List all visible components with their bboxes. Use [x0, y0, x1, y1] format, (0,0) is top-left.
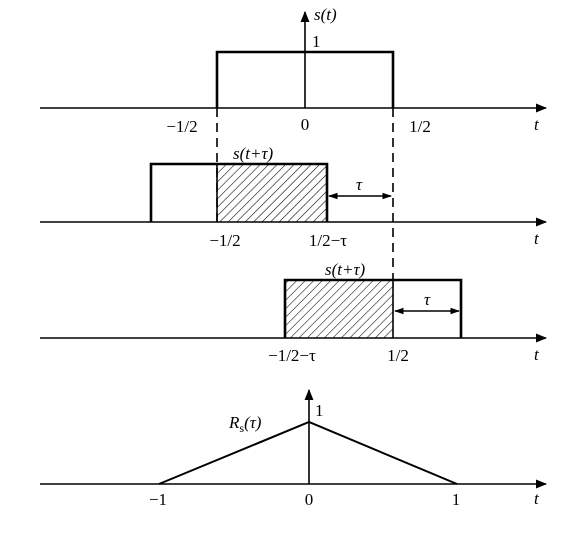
p1-rect-pulse [215, 50, 395, 108]
p1-tick-pos-half: 1/2 [409, 117, 431, 136]
p1-tick-neg-half: −1/2 [166, 117, 197, 136]
p3-shift-label: τ [424, 290, 431, 309]
p2-func-label: s(t+τ) [233, 144, 274, 163]
p3-tick-neg-half-minus-tau: −1/2−τ [268, 346, 316, 365]
p2-xlabel: t [534, 229, 540, 248]
panel-s-of-t: s(t) 1 −1/2 0 1/2 t [40, 5, 548, 136]
p1-height-label: 1 [312, 32, 321, 51]
p1-ylabel: s(t) [314, 5, 337, 24]
panel-shift-right: s(t+τ) τ −1/2−τ 1/2 t [40, 260, 548, 365]
p2-tick-half-minus-tau: 1/2−τ [309, 231, 347, 250]
p4-peak-label: 1 [315, 401, 324, 420]
p2-shift-label: τ [356, 175, 363, 194]
p4-tick-pos-one: 1 [452, 490, 461, 509]
p2-tick-neg-half: −1/2 [209, 231, 240, 250]
panel-autocorrelation: Rs(τ) 1 −1 0 1 t [40, 388, 548, 509]
p3-tick-pos-half: 1/2 [387, 346, 409, 365]
p3-overlap-hatch [285, 280, 393, 338]
p2-rect-pulse [149, 162, 329, 222]
p4-tick-zero: 0 [305, 490, 314, 509]
panel-shift-left: s(t+τ) τ −1/2 1/2−τ t [40, 144, 548, 250]
p4-ylabel: Rs(τ) [228, 413, 262, 435]
p3-xlabel: t [534, 345, 540, 364]
p1-xlabel: t [534, 115, 540, 134]
p3-func-label: s(t+τ) [325, 260, 366, 279]
p4-triangle [158, 420, 458, 485]
p4-xlabel: t [534, 489, 540, 508]
p4-tick-neg-one: −1 [149, 490, 167, 509]
p1-tick-zero: 0 [301, 115, 310, 134]
p3-rect-pulse [283, 278, 463, 338]
p2-overlap-hatch [217, 164, 327, 222]
